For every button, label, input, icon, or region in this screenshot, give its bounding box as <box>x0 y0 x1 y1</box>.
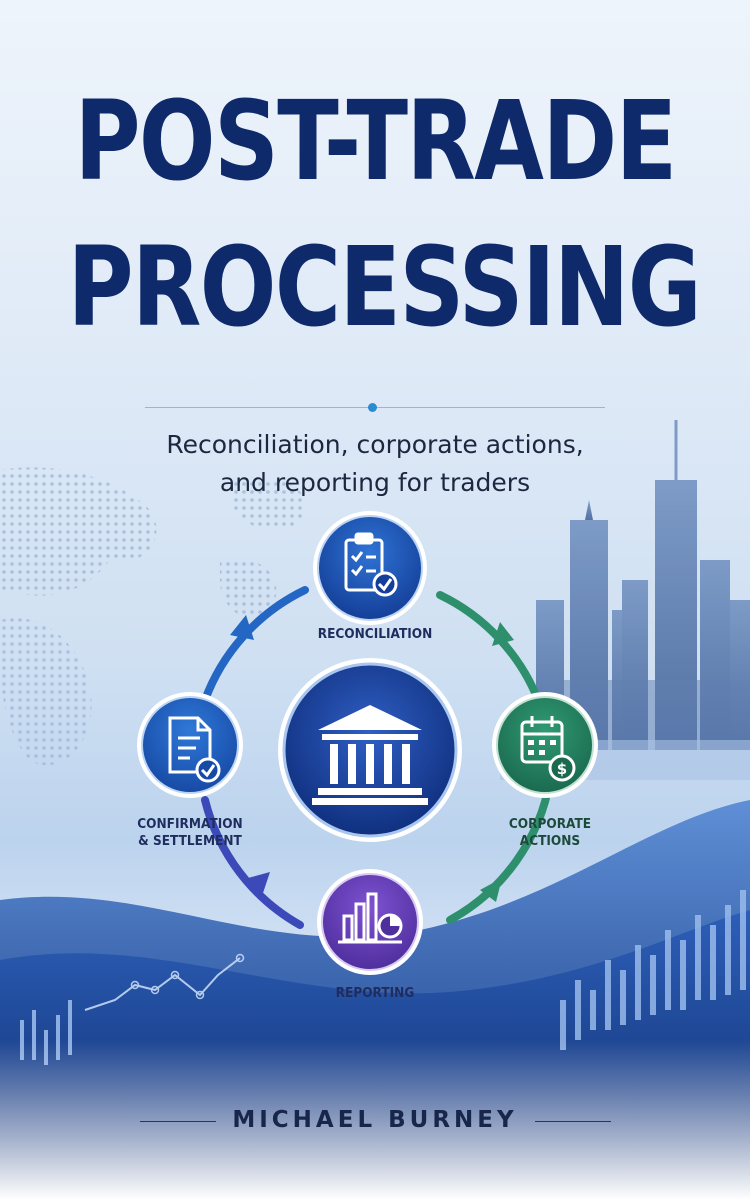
calendar-dollar-icon: $ <box>520 716 576 782</box>
label-line: & SETTLEMENT <box>138 832 242 849</box>
document-check-icon <box>168 716 221 783</box>
book-title-line1: POST-TRADE <box>74 77 677 205</box>
reporting-label: REPORTING <box>335 985 415 1001</box>
svg-text:$: $ <box>557 760 567 778</box>
confirmation-settlement-label-text: CONFIRMATION& SETTLEMENT <box>118 816 262 850</box>
bank-icon <box>312 705 428 805</box>
cycle-arrows <box>230 615 514 902</box>
center-node <box>278 658 462 842</box>
subtitle-line1: Reconciliation, corporate actions, <box>166 430 584 459</box>
reconciliation-node <box>313 511 427 625</box>
author-rule-right <box>535 1121 611 1122</box>
label-line: CORPORATE <box>508 816 592 832</box>
subtitle-line2: and reporting for traders <box>219 468 531 497</box>
reporting-node <box>317 869 423 975</box>
confirmation-settlement-label: CONFIRMATION& SETTLEMENT <box>118 816 262 850</box>
candlestick-chart <box>560 890 746 1050</box>
checklist-icon <box>344 532 398 597</box>
divider-dot <box>368 403 377 412</box>
book-title-line2: PROCESSING <box>67 223 702 351</box>
corporate-actions-node: $ <box>492 692 598 798</box>
author-rule-left <box>140 1121 216 1122</box>
bar-pie-chart-icon <box>338 892 403 944</box>
label-line: ACTIONS <box>519 832 581 849</box>
label-line: CONFIRMATION <box>137 816 243 832</box>
confirmation-settlement-node <box>137 692 243 798</box>
world-map-dots <box>0 467 306 766</box>
author-name: MICHAEL BURNEY <box>232 1107 518 1133</box>
reconciliation-label: RECONCILIATION <box>317 626 433 642</box>
